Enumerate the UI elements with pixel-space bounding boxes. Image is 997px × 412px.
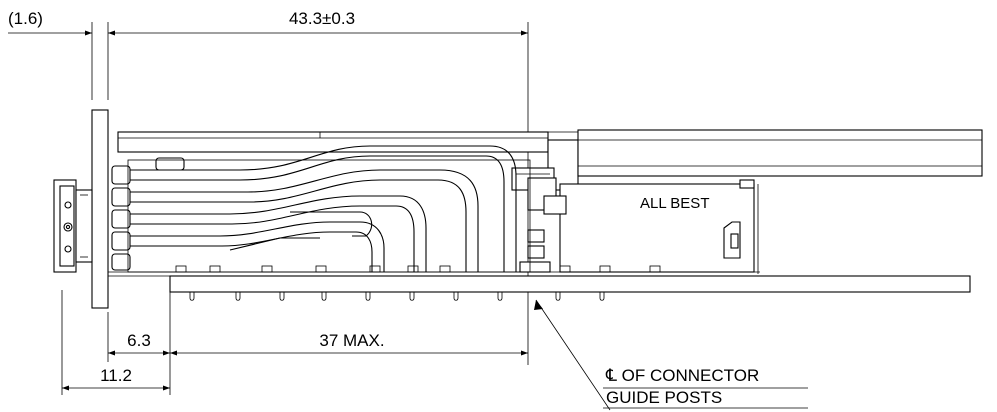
front-flange	[53, 179, 93, 273]
heatsink-rail	[548, 129, 983, 177]
brand-label: ALL BEST	[640, 195, 709, 212]
latch-block	[511, 167, 567, 273]
gap-dimension-label: (1.6)	[8, 9, 43, 28]
bezel-offset-dimension-label: 6.3	[127, 331, 151, 350]
callout-label-line-1: ℄ OF CONNECTOR	[605, 366, 759, 385]
centerline-callout	[534, 299, 808, 411]
press-fit-pins	[189, 292, 605, 301]
latch-arm	[117, 131, 579, 191]
cable-bundle	[111, 145, 531, 273]
bezel-to-board-dimension-label: 11.2	[100, 366, 132, 385]
pcb-board	[108, 271, 971, 293]
bezel-plate	[91, 109, 109, 309]
cage-body	[559, 179, 759, 274]
overall-length-dimension-label: 43.3±0.3	[289, 9, 355, 28]
max-length-dimension-label: 37 MAX.	[319, 331, 384, 350]
smt-contact-row	[175, 265, 661, 273]
callout-label-line-2: GUIDE POSTS	[606, 388, 722, 407]
